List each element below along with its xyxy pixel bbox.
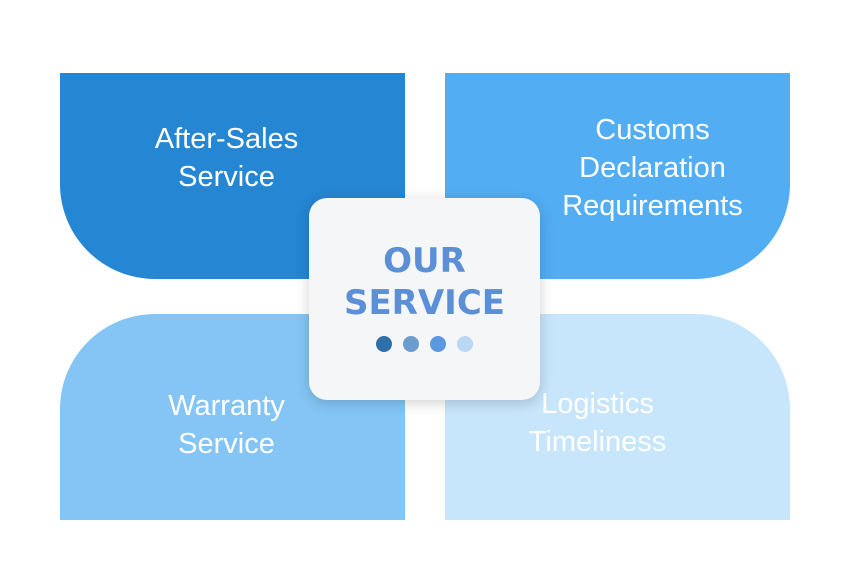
dot-2	[403, 336, 419, 352]
quadrant-label-warranty-service: Warranty Service	[168, 390, 285, 460]
dot-4	[457, 336, 473, 352]
center-card: OUR SERVICE	[309, 198, 540, 400]
quadrant-after-sales-service: After-Sales Service	[60, 73, 405, 279]
dot-indicator	[376, 336, 473, 352]
dot-3	[430, 336, 446, 352]
quadrant-label-after-sales-service: After-Sales Service	[154, 123, 299, 193]
center-title: OUR SERVICE	[343, 241, 506, 323]
dot-1	[376, 336, 392, 352]
quadrant-label-customs-declaration-requirements: Customs Declaration Requirements	[562, 114, 743, 222]
quadrant-label-logistics-timeliness: Logistics Timeliness	[528, 388, 667, 458]
